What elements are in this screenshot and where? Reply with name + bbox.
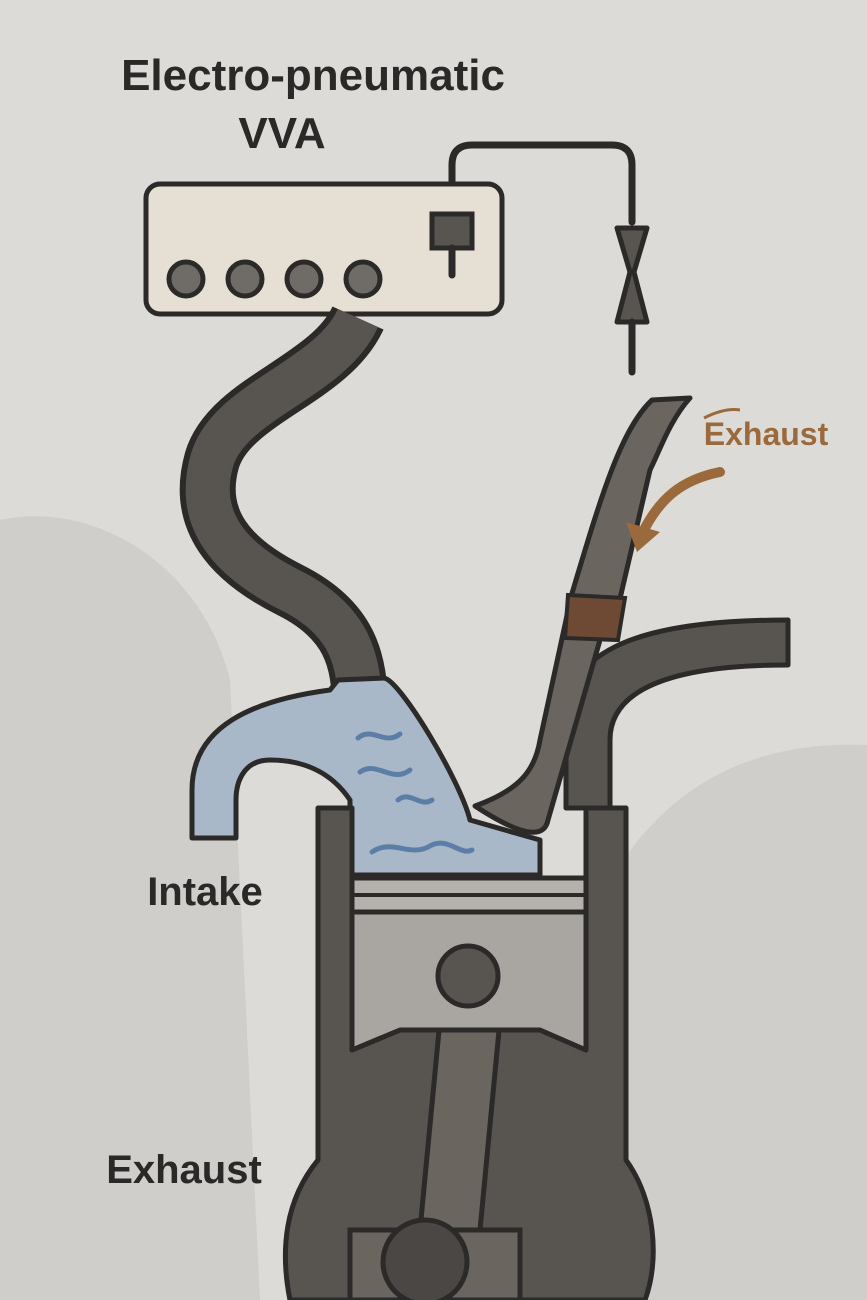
crank-pin (380, 1217, 470, 1300)
exhaust-arrow-icon (626, 408, 741, 552)
exhaust-bottom-label: Exhaust (106, 1148, 262, 1192)
background-hill-left (0, 516, 260, 1300)
pneumatic-line (448, 141, 636, 244)
exhaust-valve (472, 395, 693, 835)
valve-spring-seat (562, 592, 628, 643)
diagram-title-line1: Electro-pneumatic (121, 51, 505, 100)
solenoid-valve-icon (614, 225, 650, 376)
background-hill-right (560, 744, 867, 1300)
airflow-wave-4 (369, 840, 475, 855)
wrist-pin (435, 943, 501, 1009)
piston (349, 875, 589, 1053)
controller-connector (429, 211, 475, 251)
controller-port-3 (284, 259, 324, 299)
controller-port-1 (166, 259, 206, 299)
airflow-wave-1 (355, 731, 403, 741)
airflow-wave-2 (357, 766, 413, 778)
intake-port (189, 675, 543, 878)
intake-label: Intake (147, 870, 263, 914)
diagram-title-line2: VVA (238, 109, 325, 158)
exhaust-arrow-label: Exhaust (704, 416, 829, 452)
pneumatic-hose (179, 304, 388, 711)
connecting-rod (347, 1017, 523, 1300)
vva-controller-box (143, 181, 505, 317)
airflow-wave-3 (395, 794, 435, 805)
controller-port-4 (343, 259, 383, 299)
controller-port-2 (225, 259, 265, 299)
